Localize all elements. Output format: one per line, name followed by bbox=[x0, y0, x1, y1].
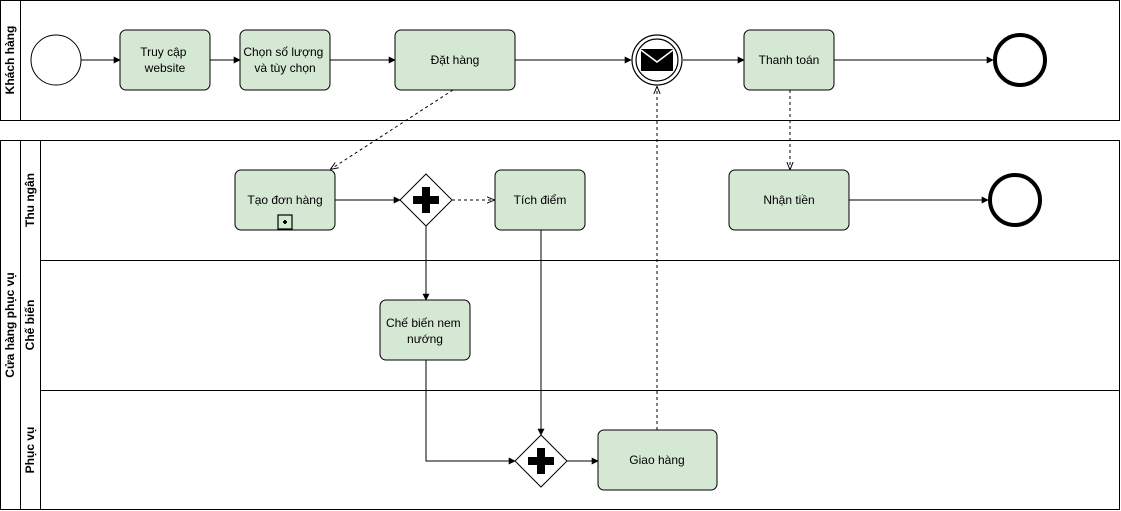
task-choose-options: Chọn số lượng và tùy chọn bbox=[239, 29, 331, 91]
end-event-customer bbox=[993, 33, 1047, 87]
task-label-line: Giao hàng bbox=[629, 453, 684, 467]
task-label-line: Tích điểm bbox=[514, 193, 567, 207]
svg-text:Chế biến nem nướng: Chế biến nem nướng bbox=[386, 316, 464, 346]
task-create-order: Tạo đơn hàng bbox=[234, 169, 336, 231]
lane-cashier-label: Thu ngân bbox=[23, 173, 37, 227]
plus-icon bbox=[528, 448, 554, 474]
task-label-line: Chế biến nem bbox=[386, 316, 461, 330]
task-label-line: và tùy chọn bbox=[254, 61, 315, 75]
start-event bbox=[30, 34, 82, 86]
svg-text:Thanh toán: Thanh toán bbox=[759, 53, 820, 67]
svg-text:Tạo đơn hàng: Tạo đơn hàng bbox=[247, 193, 322, 207]
sequence-flows bbox=[81, 56, 994, 465]
task-label-line: Đặt hàng bbox=[431, 53, 480, 67]
svg-text:Đặt hàng: Đặt hàng bbox=[431, 53, 480, 67]
task-label-line: Thanh toán bbox=[759, 53, 820, 67]
svg-text:Truy cập website: Truy cập website bbox=[140, 45, 190, 75]
svg-text:Tích điểm: Tích điểm bbox=[514, 193, 567, 207]
flow-cook-to-join bbox=[425, 360, 516, 465]
task-visit-website: Truy cập website bbox=[119, 29, 211, 91]
plus-icon bbox=[413, 187, 439, 213]
svg-text:Chọn số lượng và tùy chọ: Chọn số lượng và tùy chọn bbox=[243, 45, 326, 75]
task-label-line: Chọn số lượng bbox=[243, 45, 323, 59]
end-event-cashier bbox=[988, 173, 1042, 227]
svg-text:Giao hàng: Giao hàng bbox=[629, 453, 684, 467]
pool-store-label: Cửa hàng phục vụ bbox=[3, 272, 17, 377]
envelope-icon bbox=[640, 49, 674, 71]
task-label-line: Truy cập bbox=[140, 45, 187, 59]
task-label-line: nướng bbox=[407, 332, 443, 346]
task-cook: Chế biến nem nướng bbox=[379, 299, 471, 361]
task-loyalty-points: Tích điểm bbox=[494, 169, 586, 231]
parallel-gateway-split bbox=[399, 173, 453, 227]
task-deliver: Giao hàng bbox=[597, 429, 718, 491]
subprocess-marker-icon bbox=[277, 214, 293, 230]
task-label-line: website bbox=[144, 61, 186, 75]
message-catch-event bbox=[631, 34, 683, 86]
task-place-order: Đặt hàng bbox=[394, 29, 516, 91]
task-label-line: Tạo đơn hàng bbox=[247, 193, 322, 207]
task-payment: Thanh toán bbox=[743, 29, 835, 91]
lane-kitchen-label: Chế biến bbox=[23, 300, 37, 351]
flow-order-to-create bbox=[331, 89, 454, 169]
task-label-line: Nhận tiền bbox=[763, 193, 814, 207]
lane-service-label: Phục vụ bbox=[23, 427, 37, 474]
task-receive-money: Nhận tiền bbox=[728, 169, 850, 231]
svg-text:Nhận tiền: Nhận tiền bbox=[763, 193, 814, 207]
parallel-gateway-join bbox=[514, 434, 568, 488]
dashed-flows bbox=[331, 87, 790, 430]
pool-customer-label: Khách hàng bbox=[3, 26, 17, 95]
